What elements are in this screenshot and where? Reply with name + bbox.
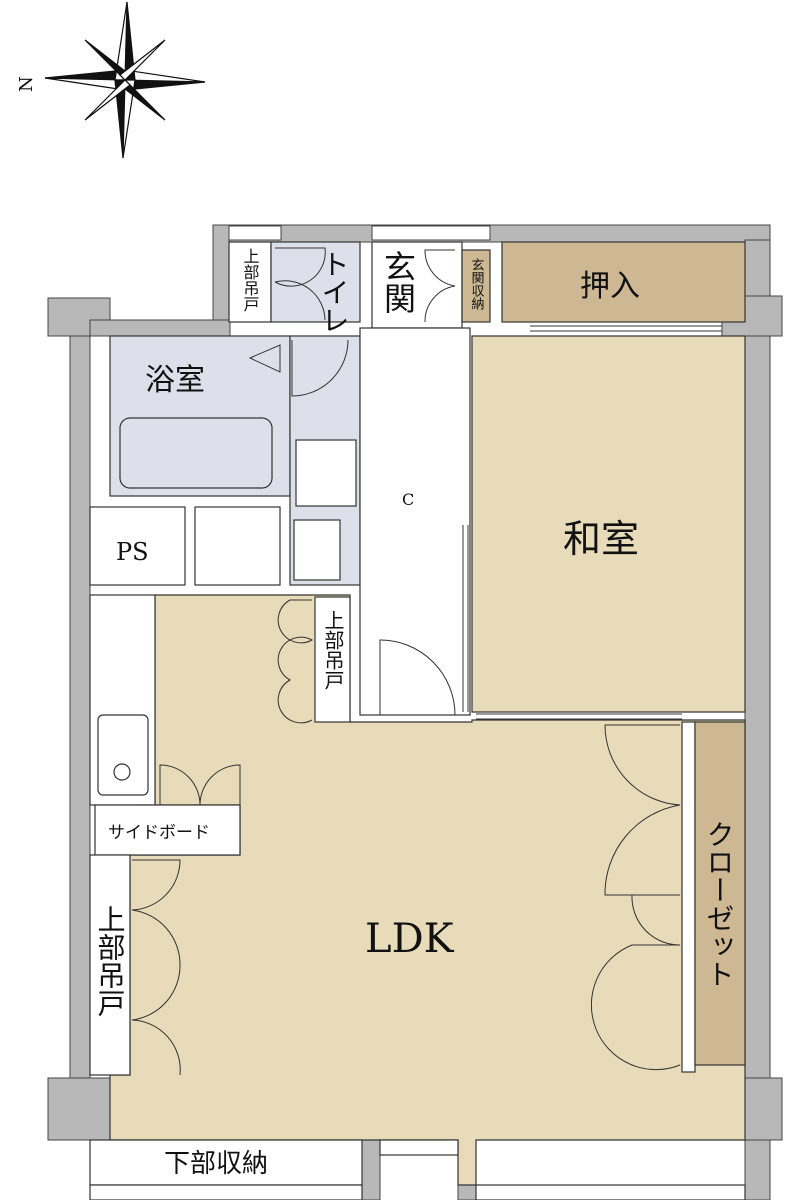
upper-cabinet-label-center: 上部吊戸 [321, 610, 345, 690]
oshiire [501, 241, 746, 323]
toilet-room [270, 241, 361, 323]
entrance [371, 241, 463, 329]
upper-cabinet-label-toilet: 上部吊戸 [241, 248, 260, 312]
corridor-mark: C [402, 490, 414, 509]
upper-cabinet-center [314, 596, 351, 723]
entrance-label: 玄関 [379, 250, 417, 314]
door-swings [131, 247, 681, 1076]
closet-label: クローゼット [703, 820, 736, 988]
sideboard-label: サイドボード [108, 823, 210, 843]
bathtub [119, 417, 273, 489]
storage-box [194, 506, 281, 586]
compass-rose-icon [44, 1, 206, 159]
ps-shaft [89, 506, 186, 586]
ps-label: PS [116, 538, 149, 566]
upper-cabinet-toilet [228, 241, 272, 323]
walls [47, 224, 783, 1200]
north-label: N [16, 76, 37, 92]
window-bottom-left [89, 1184, 363, 1200]
toilet-label: トイレ [318, 250, 351, 334]
oshiire-label: 押入 [580, 269, 640, 304]
closet-frame [681, 721, 696, 1073]
window-center [379, 1139, 459, 1156]
bath-label: 浴室 [145, 363, 205, 398]
upper-cabinet-label-left: 上部吊戸 [94, 905, 127, 1017]
corridor [359, 327, 471, 716]
washbasin [293, 519, 341, 581]
lower-storage-label: 下部収納 [164, 1149, 268, 1179]
washing-machine-pan [295, 439, 357, 507]
entrance-storage [461, 249, 491, 323]
ldk-label: LDK [365, 916, 455, 962]
entrance-storage-label: 玄関収納 [469, 258, 485, 311]
washitsu-label: 和室 [563, 517, 639, 561]
sideboard [94, 804, 241, 856]
closet [694, 721, 746, 1066]
sink [97, 714, 149, 796]
washitsu-room [471, 335, 746, 713]
upper-cabinet-left [89, 854, 131, 1076]
sliding-tracks [462, 325, 722, 720]
window-bottom-right [475, 1184, 746, 1200]
